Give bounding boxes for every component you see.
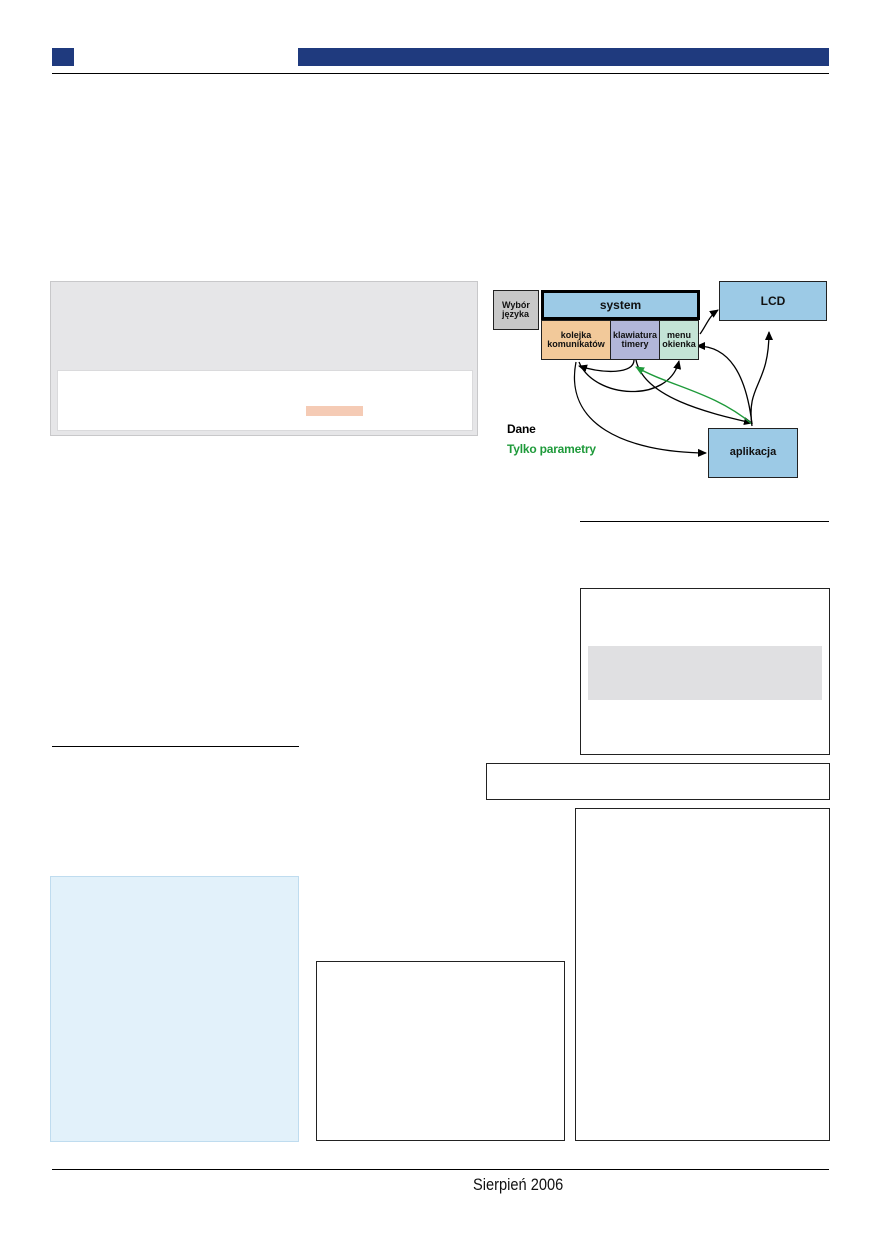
code-highlight [306,406,363,416]
lcd-box: LCD [719,281,827,321]
menu-windows-label: menu okienka [662,329,696,349]
right-listing-shaded [588,646,822,700]
arrow-queue-to-app [573,361,707,457]
language-select-box: Wybór języka [493,290,539,330]
footer-rule [52,1169,829,1170]
lcd-label: LCD [760,293,786,308]
sidebar-panel [50,876,299,1142]
right-listing-box [580,588,830,755]
arrow-queue-to-menu [578,360,682,393]
right-column-rule [580,521,829,522]
left-column-rule [52,746,299,747]
arrow-app-to-keyboard-params [635,366,753,425]
code-listing-panel [50,281,478,436]
application-label: aplikacja [729,446,777,459]
system-box: system [541,290,700,320]
message-queue-label: kolejka komunikatów [547,329,605,349]
legend-data: Dane [507,422,536,436]
system-label: system [599,297,642,312]
language-select-label: Wybór języka [502,299,530,319]
footer-date: Sierpień 2006 [473,1175,564,1194]
message-queue-box: kolejka komunikatów [541,320,611,360]
application-box: aplikacja [708,428,798,478]
legend-params-only: Tylko parametry [507,442,596,456]
code-listing-inner [57,370,473,431]
arrow-app-to-lcd [750,331,773,427]
architecture-diagram: Wybór języka system kolejka komunikatów … [484,274,834,484]
header-bar [298,48,829,66]
arrow-menu-to-lcd [699,309,719,335]
arrow-app-to-menu [696,342,753,425]
diagram-arrows [573,309,773,457]
wide-caption-box [486,763,830,800]
menu-windows-box: menu okienka [659,320,699,360]
arrow-keyboard-to-queue [578,359,635,373]
keyboard-timers-box: klawiatura timery [610,320,660,360]
keyboard-timers-label: klawiatura timery [612,329,658,349]
header-rule [52,73,829,74]
right-tall-listing-box [575,808,830,1141]
middle-listing-box [316,961,565,1141]
header-page-marker [52,48,74,66]
